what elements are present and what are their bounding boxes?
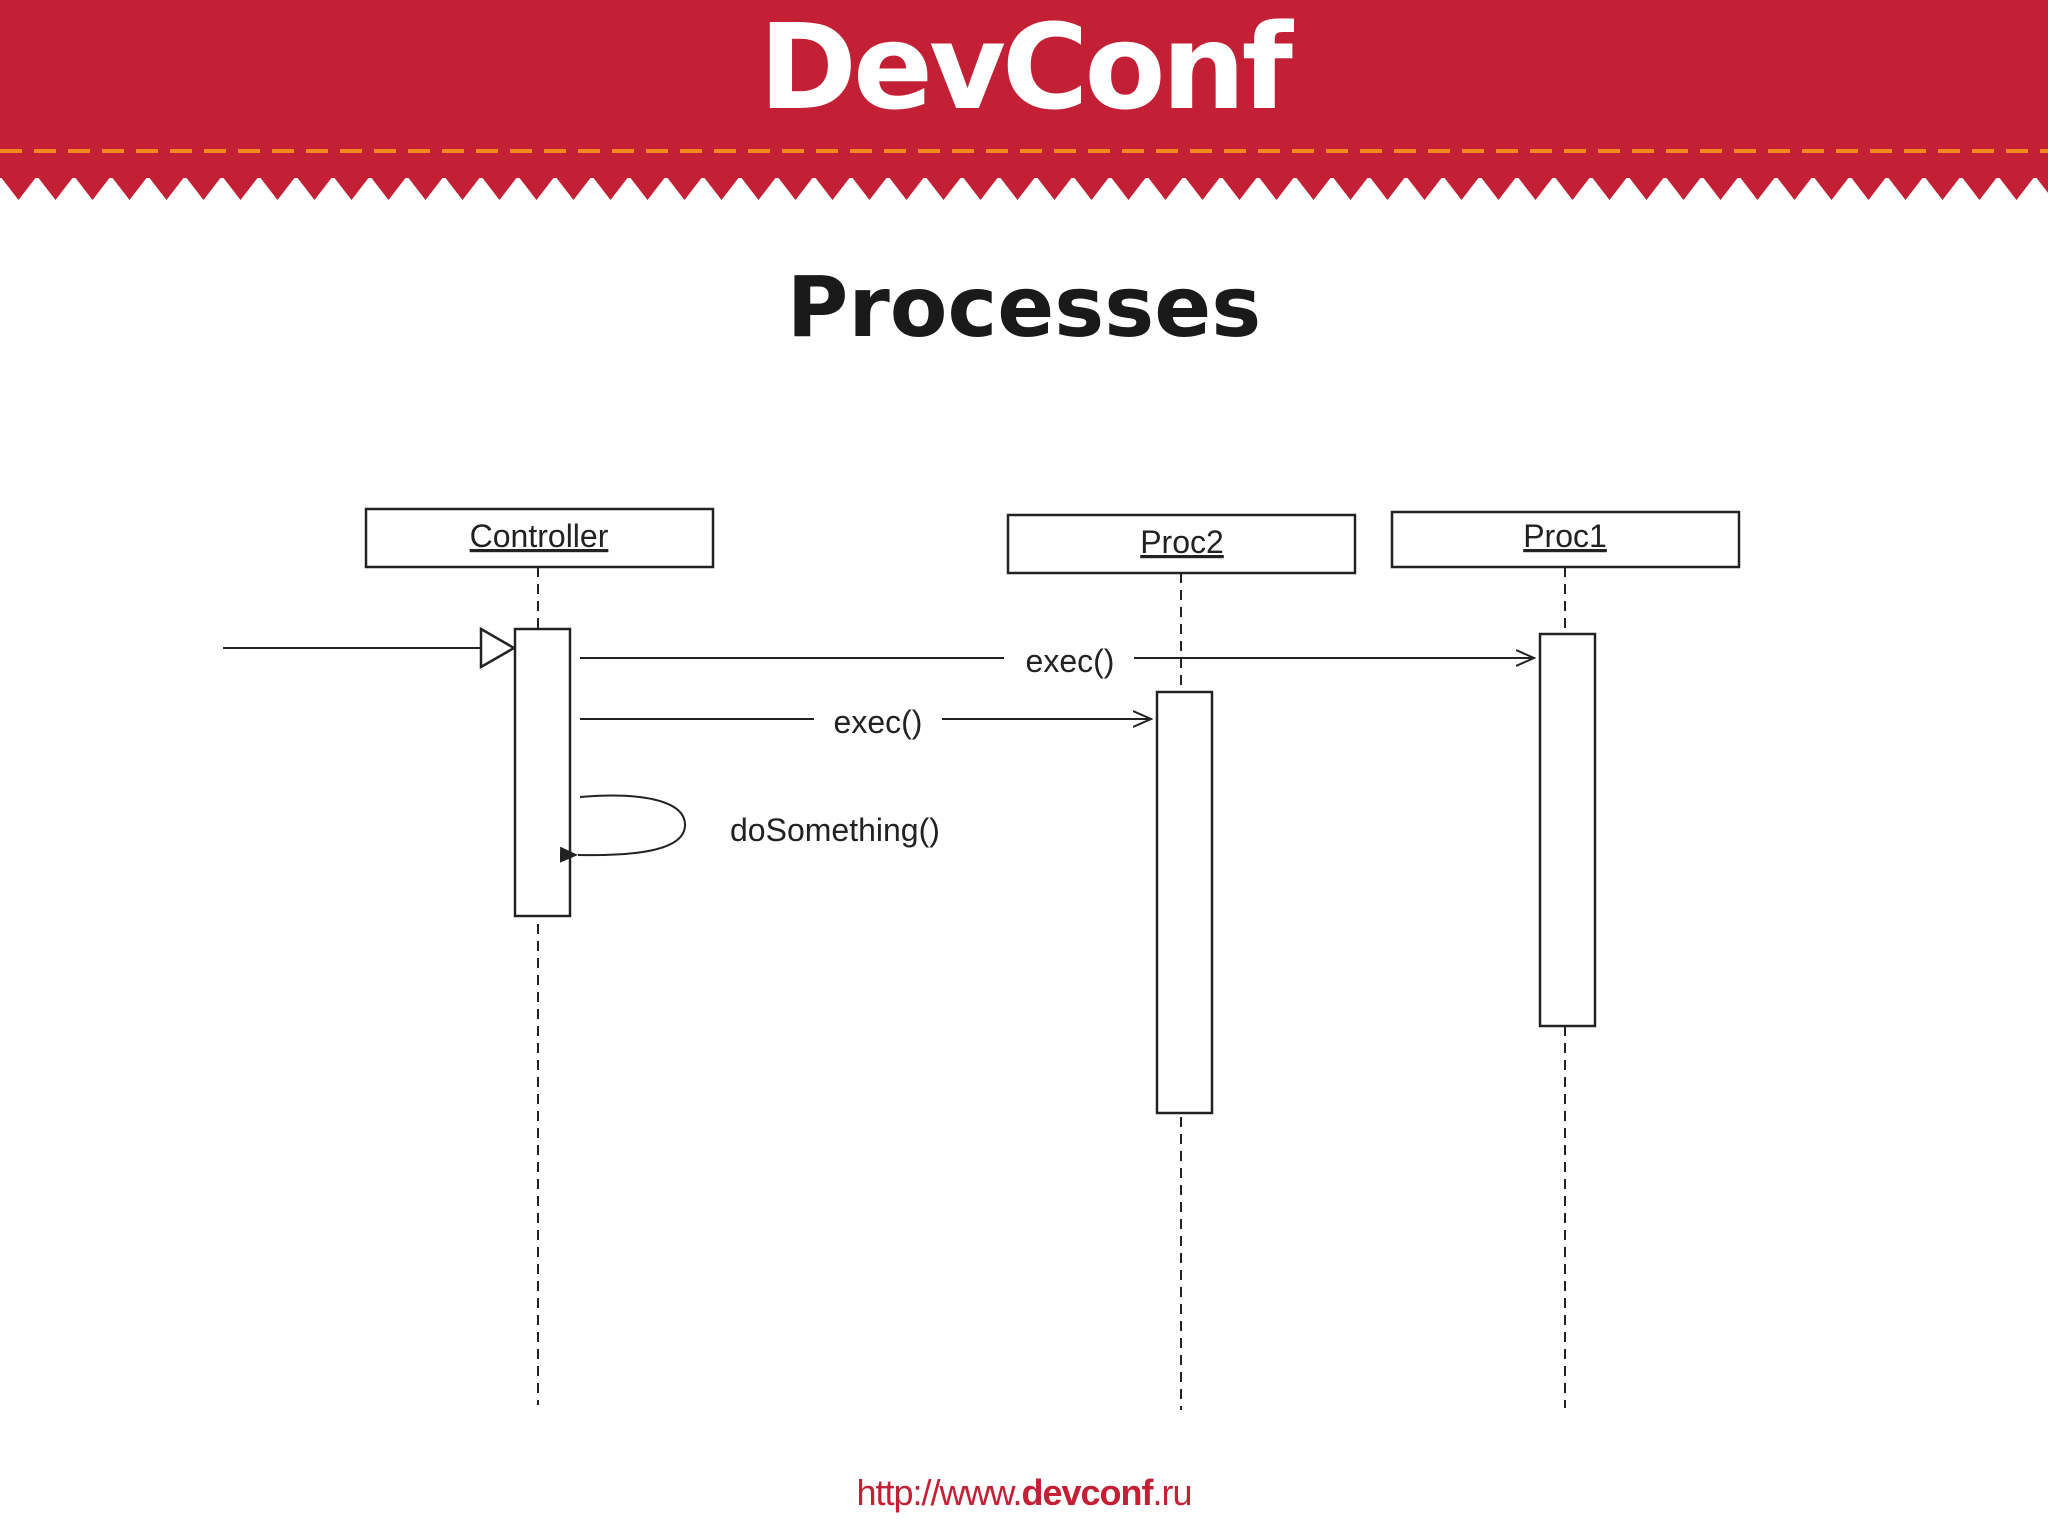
url-prefix: http://www. xyxy=(856,1472,1022,1513)
slide-title: Processes xyxy=(786,258,1262,356)
activation-controller xyxy=(513,627,572,918)
participant-box xyxy=(364,507,715,569)
participant-label: Proc2 xyxy=(1140,524,1224,560)
message-label: exec() xyxy=(834,704,923,740)
message-exec-proc2: exec() xyxy=(580,704,1151,740)
message-found xyxy=(223,626,517,670)
activation-proc1 xyxy=(1538,632,1597,1028)
participant-label: Controller xyxy=(470,518,609,554)
devconf-logo[interactable]: DevConf xyxy=(759,0,1293,136)
activation-proc2 xyxy=(1155,690,1214,1115)
footer-url[interactable]: http://www.devconf.ru xyxy=(0,1472,2048,1514)
participant-controller: Controller xyxy=(364,507,715,569)
header-banner: DevConf xyxy=(0,0,2048,210)
message-exec-proc1: exec() xyxy=(580,643,1534,679)
url-suffix: .ru xyxy=(1152,1472,1193,1513)
participant-box xyxy=(1006,513,1357,575)
url-domain: devconf xyxy=(1021,1472,1154,1513)
message-label: doSomething() xyxy=(730,812,940,848)
header-background xyxy=(0,0,2048,200)
arrowhead-open-triangle xyxy=(479,626,517,670)
header-band xyxy=(0,0,2048,178)
message-self-dosomething: doSomething() xyxy=(559,794,940,863)
header-zigzag xyxy=(0,170,2048,200)
message-label: exec() xyxy=(1026,643,1115,679)
participant-proc1: Proc1 xyxy=(1390,510,1741,569)
participant-label: Proc1 xyxy=(1523,518,1607,554)
self-call-loop xyxy=(559,794,687,863)
participant-proc2: Proc2 xyxy=(1006,513,1357,575)
